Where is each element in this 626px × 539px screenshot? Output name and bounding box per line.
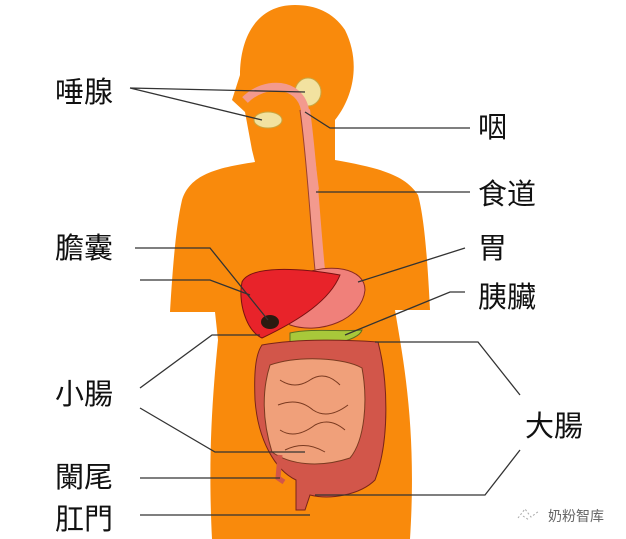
leader-lines <box>129 87 521 516</box>
esophagus <box>300 109 325 271</box>
label-pharynx: 咽 <box>478 110 508 144</box>
label-small-intestine: 小腸 <box>55 377 114 411</box>
pharynx <box>242 82 319 191</box>
label-pancreas: 胰臟 <box>478 280 537 314</box>
gallbladder <box>261 315 279 329</box>
salivary-gland-sub <box>253 111 283 129</box>
label-stomach: 胃 <box>478 231 508 265</box>
label-appendix: 闌尾 <box>55 460 114 494</box>
watermark-text: 奶粉智库 <box>548 509 604 525</box>
label-anus: 肛門 <box>55 502 114 536</box>
label-large-intestine: 大腸 <box>525 409 584 443</box>
label-salivary-glands: 唾腺 <box>55 75 114 109</box>
label-esophagus: 食道 <box>478 177 537 211</box>
label-gallbladder: 膽囊 <box>55 231 114 265</box>
watermark-logo-icon <box>517 508 540 521</box>
